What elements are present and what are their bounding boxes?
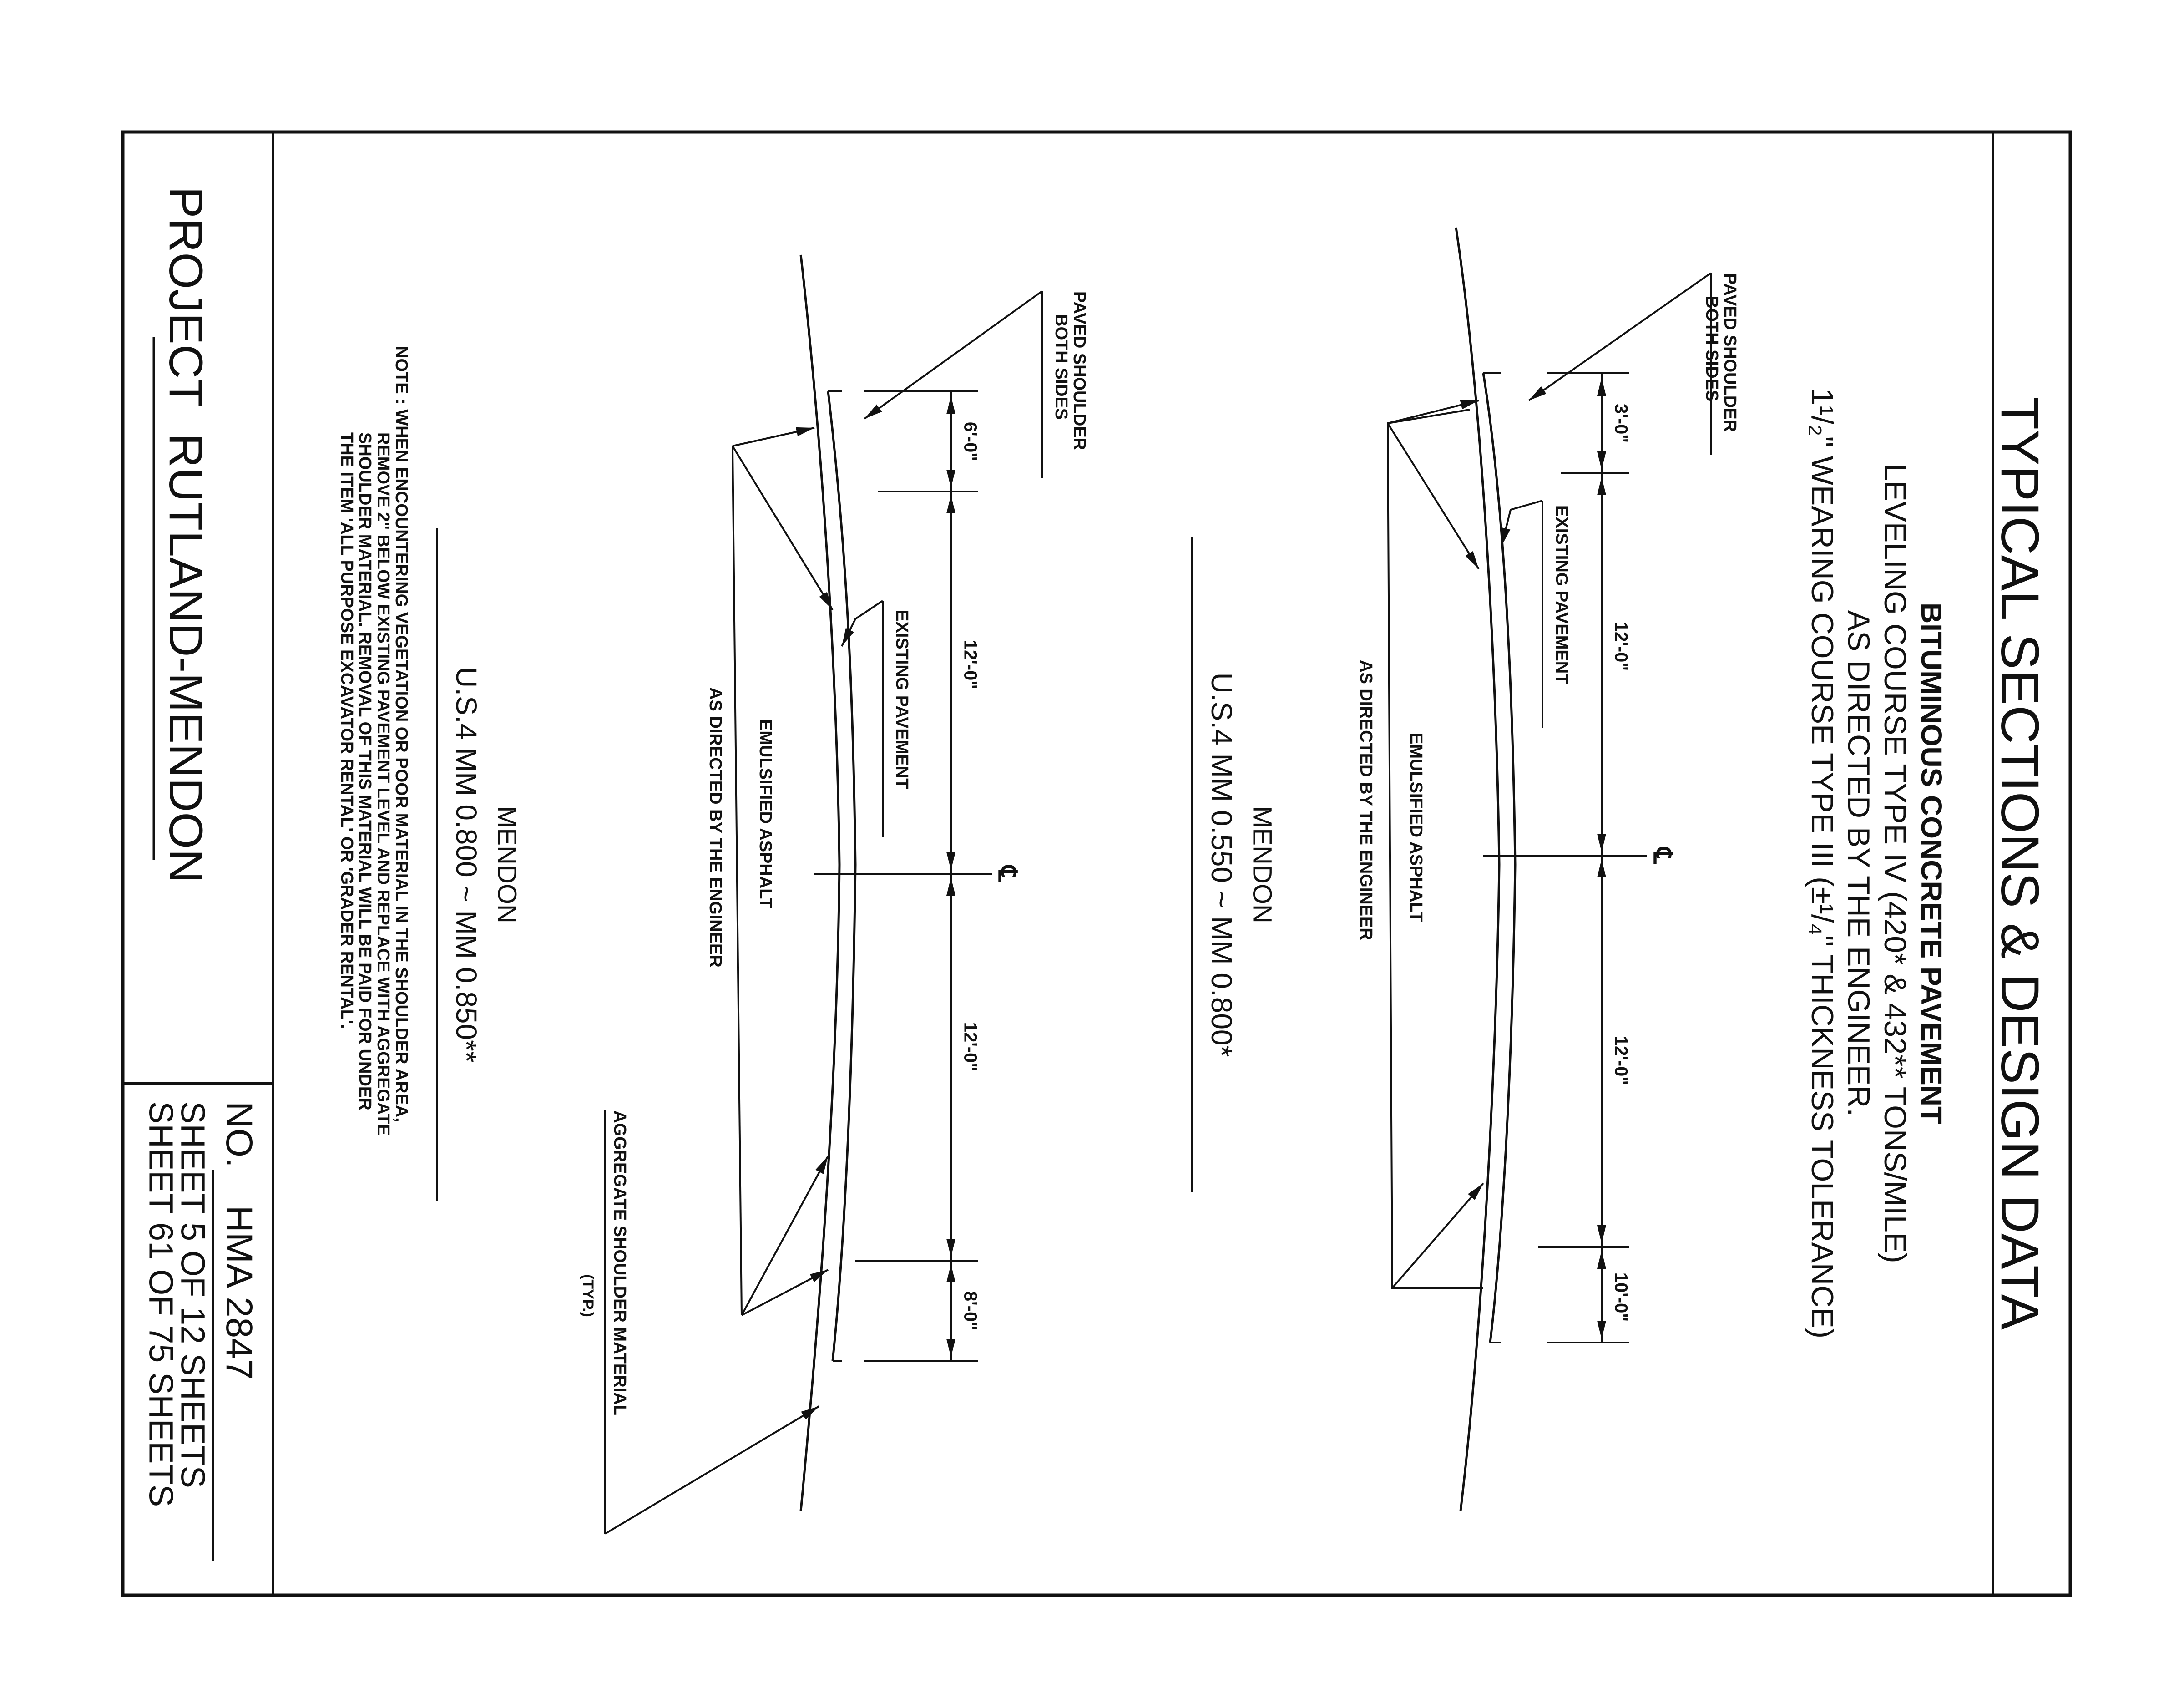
section-1-range: U.S.4 MM 0.550 ~ MM 0.800* (1205, 673, 1238, 1057)
section-2-paved-shoulder-1: PAVED SHOULDER (1070, 291, 1089, 450)
section-1-dim-shoulder-right: 10'-0" (1611, 1272, 1631, 1322)
note-header-3: AS DIRECTED BY THE ENGINEER. (1841, 610, 1876, 1116)
section-1-centerline-symbol: ℄ (1648, 846, 1677, 864)
svg-text:NO. HMA 2847: NO. HMA 2847 (218, 1101, 260, 1380)
section-2-paved-shoulder-2: BOTH SIDES (1052, 314, 1071, 420)
sheet-count-1: SHEET 5 OF 12 SHEETS (174, 1101, 212, 1488)
project-prefix: PROJECT (159, 187, 212, 407)
sheet-border (121, 130, 2072, 1597)
section-2-aggregate-1: AGGREGATE SHOULDER MATERIAL (610, 1110, 629, 1415)
section-1-dim-lane-right: 12'-0" (1611, 1036, 1631, 1085)
section-1-existing-pavement: EXISTING PAVEMENT (1552, 505, 1571, 684)
section-1-emulsified-asphalt: EMULSIFIED ASPHALT (1406, 733, 1426, 922)
typical-section-2: 6'-0" 12'-0" 12'-0" 8'-0" ℄ PAVED SHOULD… (436, 254, 1089, 1535)
section-1-paved-shoulder-2: BOTH SIDES (1702, 296, 1721, 401)
section-1-dim-lane-left: 12'-0" (1611, 622, 1631, 671)
sheet-title: TYPICAL SECTIONS & DESIGN DATA (1990, 397, 2050, 1330)
section-2-emulsified-asphalt: EMULSIFIED ASPHALT (756, 719, 775, 908)
section-2-dim-shoulder-right: 8'-0" (960, 1291, 980, 1330)
section-2-pavement-bottom (827, 391, 857, 1361)
note-header-1: BITUMINOUS CONCRETE PAVEMENT (1915, 603, 1948, 1124)
section-2-as-directed: AS DIRECTED BY THE ENGINEER (706, 687, 725, 968)
section-1-dim-shoulder-left: 3'-0" (1611, 404, 1631, 443)
section-2-dim-lane-right: 12'-0" (960, 1022, 980, 1072)
sheet-count-2: SHEET 61 OF 75 SHEETS (142, 1101, 180, 1507)
section-2-centerline-symbol: ℄ (993, 864, 1022, 882)
footnote-line-2: REMOVE 2" BELOW EXISTING PAVEMENT LEVEL … (374, 432, 393, 1135)
note-header-4: 1¹/₂" WEARING COURSE TYPE III (±¹/₄" THI… (1805, 388, 1840, 1338)
pavement-notes: BITUMINOUS CONCRETE PAVEMENT LEVELING CO… (1805, 388, 1948, 1338)
section-2-dim-lane-left: 12'-0" (960, 640, 980, 689)
section-2-existing-pavement: EXISTING PAVEMENT (892, 610, 911, 789)
sheet-number-block: NO. HMA 2847 SHEET 5 OF 12 SHEETS SHEET … (142, 1101, 260, 1561)
section-2-pavement-top (799, 254, 841, 1511)
section-1-as-directed: AS DIRECTED BY THE ENGINEER (1356, 660, 1375, 940)
project-block: PROJECT RUTLAND-MENDON (152, 187, 212, 883)
footnote-line-1: NOTE : WHEN ENCOUNTERING VEGETATION OR P… (392, 346, 411, 1122)
sheet-title-block: TYPICAL SECTIONS & DESIGN DATA (1990, 397, 2050, 1330)
section-2-range: U.S.4 MM 0.800 ~ MM 0.850** (450, 667, 483, 1063)
section-1-pavement-bottom (1482, 373, 1517, 1343)
footnote-line-3: SHOULDER MATERIAL. REMOVAL OF THIS MATER… (355, 432, 374, 1110)
svg-text:PROJECT RUTLAND-MENDON: PROJECT RUTLAND-MENDON (159, 187, 212, 883)
section-1-town: MENDON (1248, 806, 1277, 923)
note-header-2: LEVELING COURSE TYPE IV (420* & 432** TO… (1878, 463, 1912, 1263)
section-1-paved-shoulder-1: PAVED SHOULDER (1720, 273, 1739, 432)
project-name: RUTLAND-MENDON (159, 433, 212, 883)
footnote: NOTE : WHEN ENCOUNTERING VEGETATION OR P… (337, 346, 411, 1135)
no-prefix: NO. (218, 1101, 260, 1168)
typical-section-1: 3'-0" 12'-0" 12'-0" 10'-0" ℄ PAVED SHOUL… (1191, 227, 1739, 1511)
section-2-dim-shoulder-left: 6'-0" (960, 422, 980, 461)
footnote-line-4: THE ITEM 'ALL PURPOSE EXCAVATOR RENTAL' … (337, 432, 356, 1029)
section-2-aggregate-2: (TYP.) (579, 1274, 597, 1317)
sheet-number: HMA 2847 (218, 1206, 260, 1380)
section-1-pavement-top (1455, 227, 1501, 1511)
section-2-town: MENDON (492, 806, 522, 923)
